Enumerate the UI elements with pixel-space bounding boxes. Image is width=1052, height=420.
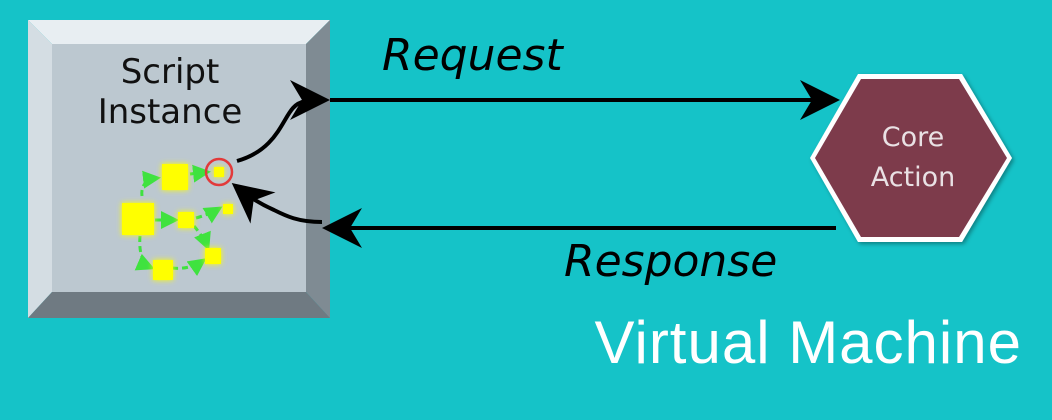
- core-action-node: [810, 74, 1012, 242]
- response-arrow: [231, 183, 836, 248]
- graph-nodes: [122, 164, 233, 280]
- script-instance-line1: Script: [120, 52, 220, 92]
- graph-edge: [192, 225, 211, 251]
- core-action-line2: Action: [870, 162, 956, 193]
- graph-node: [214, 167, 224, 177]
- script-instance-line2: Instance: [97, 92, 243, 132]
- graph-node: [178, 212, 194, 228]
- graph-node: [205, 248, 221, 264]
- graph-edge: [195, 206, 223, 224]
- node-graph: [122, 157, 234, 280]
- graph-node: [162, 164, 188, 190]
- highlight-ring: [204, 157, 234, 187]
- graph-edge: [134, 235, 155, 271]
- graph-edge: [140, 170, 161, 197]
- response-arrow-curve: [231, 183, 323, 224]
- request-arrow-curve: [236, 80, 330, 163]
- virtual-machine-title: Virtual Machine: [594, 309, 1022, 376]
- script-instance-label: Script Instance: [90, 52, 250, 132]
- request-arrow: [236, 80, 840, 163]
- script-instance-box: [28, 20, 330, 318]
- core-action-line1: Core: [881, 122, 945, 153]
- core-action-label: Core Action: [838, 118, 988, 198]
- graph-edge: [171, 258, 207, 277]
- graph-node: [223, 204, 233, 214]
- graph-node: [153, 260, 173, 280]
- request-label: Request: [382, 30, 563, 81]
- response-label: Response: [564, 236, 778, 287]
- graph-node: [122, 203, 154, 235]
